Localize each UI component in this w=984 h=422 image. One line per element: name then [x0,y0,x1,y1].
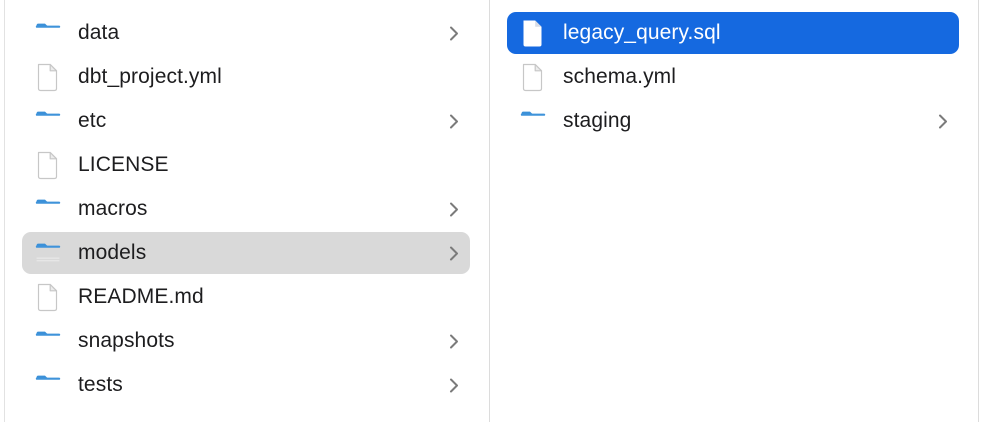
item-label: legacy_query.sql [563,21,721,44]
item-label: staging [563,109,632,132]
file-icon [519,63,546,92]
folder-icon [34,198,61,221]
list-item-schema-yml[interactable]: schema.yml [490,55,978,99]
selection-highlight [22,232,470,274]
file-icon [34,283,61,312]
chevron-right-icon [449,25,459,42]
folder-icon [34,374,61,397]
chevron-right-icon [938,113,948,130]
item-label: tests [78,373,123,396]
list-item-etc[interactable]: etc [5,99,489,143]
folder-icon [519,110,546,133]
chevron-right-icon [449,201,459,218]
chevron-right-icon [449,113,459,130]
chevron-right-icon [449,377,459,394]
item-label: data [78,21,120,44]
list-item-snapshots[interactable]: snapshots [5,319,489,363]
item-label: etc [78,109,107,132]
list-item-models[interactable]: models [5,231,489,275]
file-icon [34,151,61,180]
folder-icon [34,110,61,133]
list-item-macros[interactable]: macros [5,187,489,231]
column-left-edge-divider [4,0,5,422]
folder-icon [34,330,61,353]
item-label: README.md [78,285,204,308]
column-models-contents: legacy_query.sql schema.yml staging [490,0,979,422]
folder-icon [34,22,61,45]
list-item-data[interactable]: data [5,11,489,55]
chevron-right-icon [449,333,459,350]
folder-icon [34,242,61,265]
list-item-dbt-project-yml[interactable]: dbt_project.yml [5,55,489,99]
item-label: dbt_project.yml [78,65,222,88]
file-icon [519,19,546,48]
chevron-right-icon [449,245,459,262]
column-parent-directory: data dbt_project.yml etc [5,0,490,422]
item-label: snapshots [78,329,175,352]
item-label: macros [78,197,148,220]
selection-highlight [507,12,959,54]
item-label: models [78,241,147,264]
list-item-readme-md[interactable]: README.md [5,275,489,319]
file-icon [34,63,61,92]
list-item-license[interactable]: LICENSE [5,143,489,187]
item-label: LICENSE [78,153,169,176]
list-item-tests[interactable]: tests [5,363,489,407]
list-item-staging[interactable]: staging [490,99,978,143]
list-item-legacy-query-sql[interactable]: legacy_query.sql [490,11,978,55]
item-label: schema.yml [563,65,677,88]
